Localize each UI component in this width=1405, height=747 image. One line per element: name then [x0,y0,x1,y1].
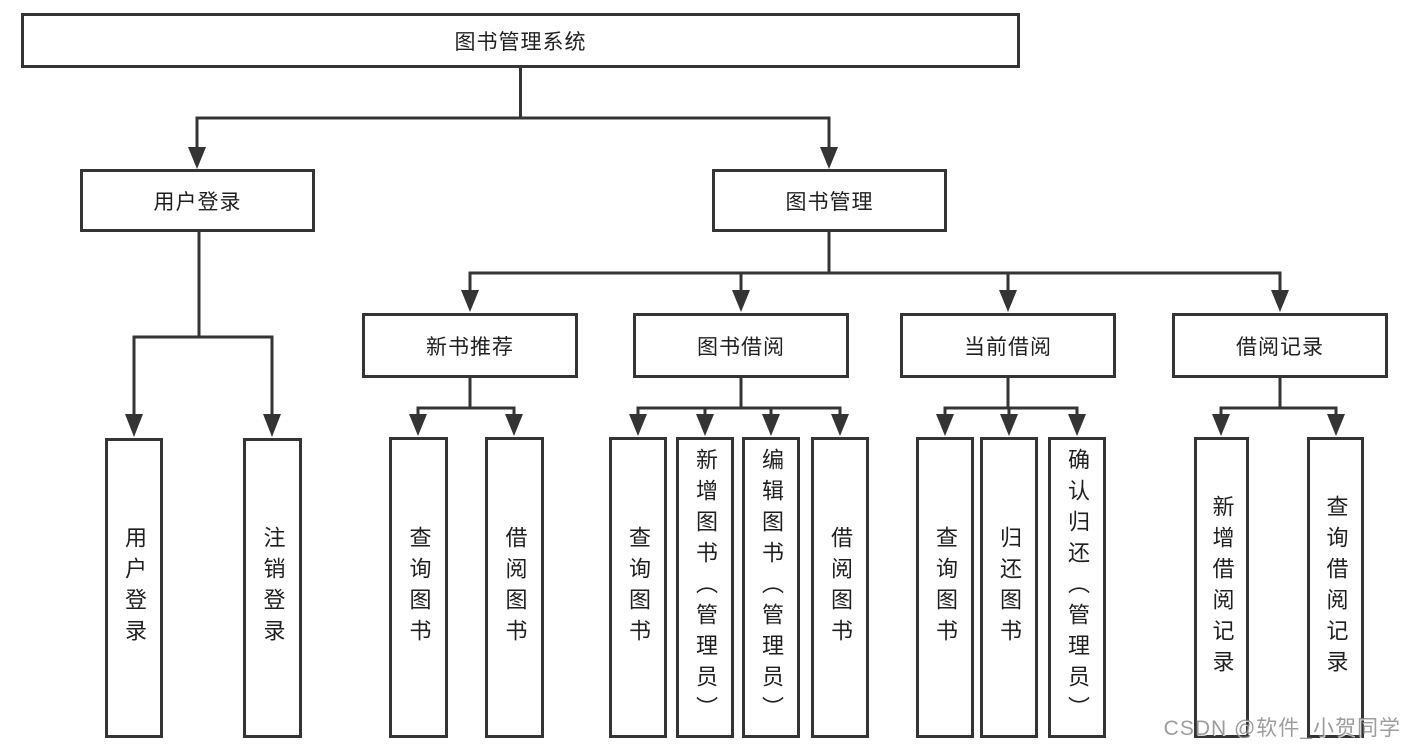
node-root: 图书管理系统 [21,13,1020,68]
leaf-nb-query-books: 查询图书 [389,437,448,738]
leaf-bb-add-books-admin: 新增图书（管理员） [676,437,734,738]
arrow-down-icon [125,414,143,437]
arrow-down-icon [999,290,1017,312]
node-new-books: 新书推荐 [362,313,578,378]
leaf-bb-edit-books-admin: 编辑图书（管理员） [742,437,800,738]
node-book-management: 图书管理 [712,169,947,232]
arrow-down-icon [629,414,647,436]
node-current: 当前借阅 [900,313,1116,378]
leaf-nb-borrow-books: 借阅图书 [485,437,544,738]
leaf-bb-query-books: 查询图书 [609,437,667,738]
arrow-down-icon [263,414,281,437]
arrow-down-icon [762,414,780,436]
arrow-down-icon [409,414,427,436]
leaf-br-query-record: 查询借阅记录 [1307,437,1364,738]
leaf-bb-borrow-books: 借阅图书 [811,437,869,738]
arrow-down-icon [1212,414,1230,436]
csdn-watermark: CSDN @软件_小贺同学 [1163,717,1401,740]
node-records: 借阅记录 [1172,313,1388,378]
leaf-logout: 注销登录 [243,438,302,738]
arrow-down-icon [1327,414,1345,436]
connector-arrowheads [125,147,1345,437]
node-borrowing: 图书借阅 [633,313,849,378]
arrow-down-icon [1068,414,1086,436]
arrow-down-icon [936,414,954,436]
arrow-down-icon [1271,290,1289,312]
node-user-login: 用户登录 [80,169,315,232]
arrow-down-icon [188,147,206,169]
leaf-cb-return-books: 归还图书 [980,437,1038,738]
leaf-br-add-record: 新增借阅记录 [1194,437,1249,738]
leaf-cb-confirm-return-admin: 确认归还（管理员） [1048,437,1106,738]
arrow-down-icon [732,290,750,312]
leaf-cb-query-books: 查询图书 [916,437,974,738]
arrow-down-icon [505,414,523,436]
arrow-down-icon [1000,414,1018,436]
arrow-down-icon [696,414,714,436]
leaf-user-login: 用户登录 [105,438,163,738]
arrow-down-icon [461,290,479,312]
arrow-down-icon [831,414,849,436]
arrow-down-icon [820,147,838,169]
